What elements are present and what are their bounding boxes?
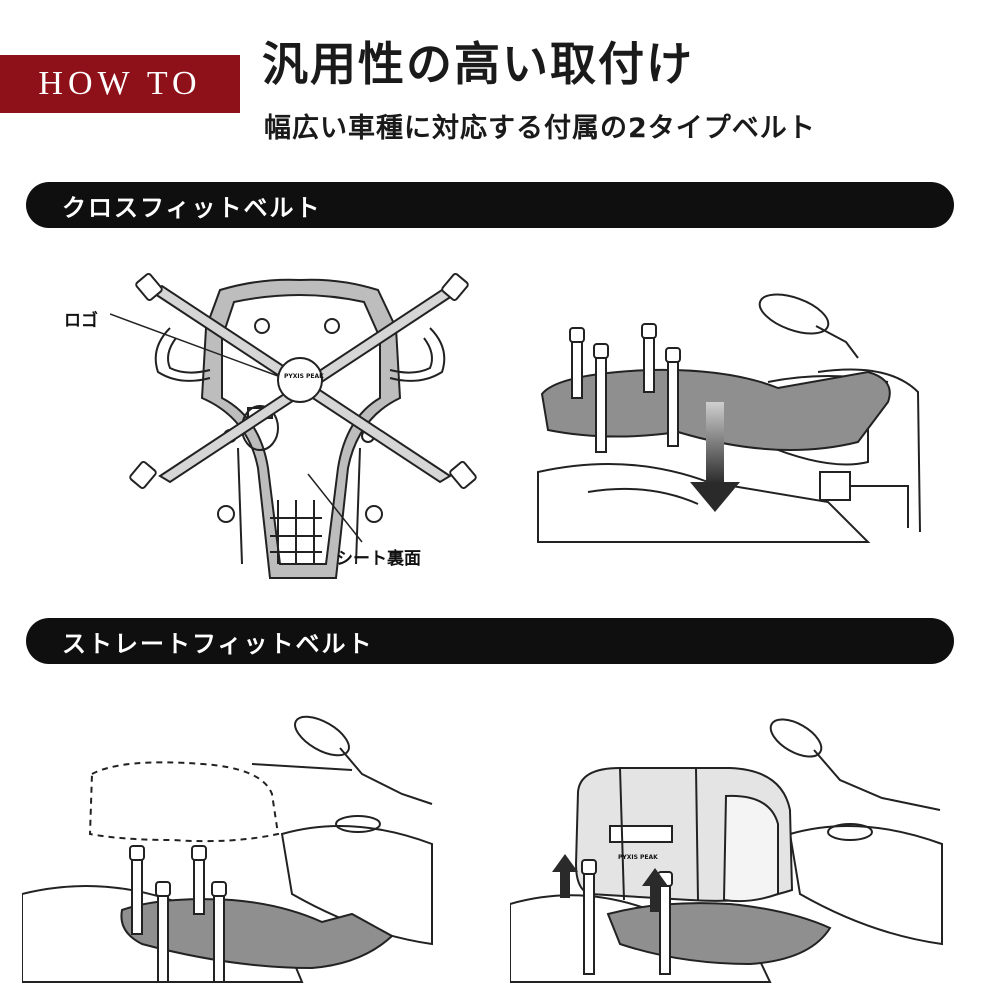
section-heading-straight-fit: ストレートフィットベルト bbox=[26, 618, 954, 664]
seat-install-illustration bbox=[537, 293, 921, 543]
straight-fit-seat-illustration bbox=[22, 715, 433, 983]
callout-logo: ロゴ bbox=[64, 311, 98, 331]
straight-fit-bag-illustration bbox=[510, 718, 943, 983]
page-subtitle: 幅広い車種に対応する付属の2タイプベルト bbox=[264, 113, 816, 144]
how-to-badge: HOW TO bbox=[0, 55, 240, 113]
brand-logo-mark-bag: PYXIS PEAK bbox=[618, 854, 658, 861]
callout-seat-back: シート裏面 bbox=[336, 549, 421, 569]
page-title: 汎用性の高い取付け bbox=[262, 37, 694, 91]
section-heading-cross-fit: クロスフィットベルト bbox=[26, 182, 954, 228]
brand-logo-mark: PYXIS PEAK bbox=[284, 373, 324, 380]
seat-underside-illustration bbox=[110, 273, 477, 579]
